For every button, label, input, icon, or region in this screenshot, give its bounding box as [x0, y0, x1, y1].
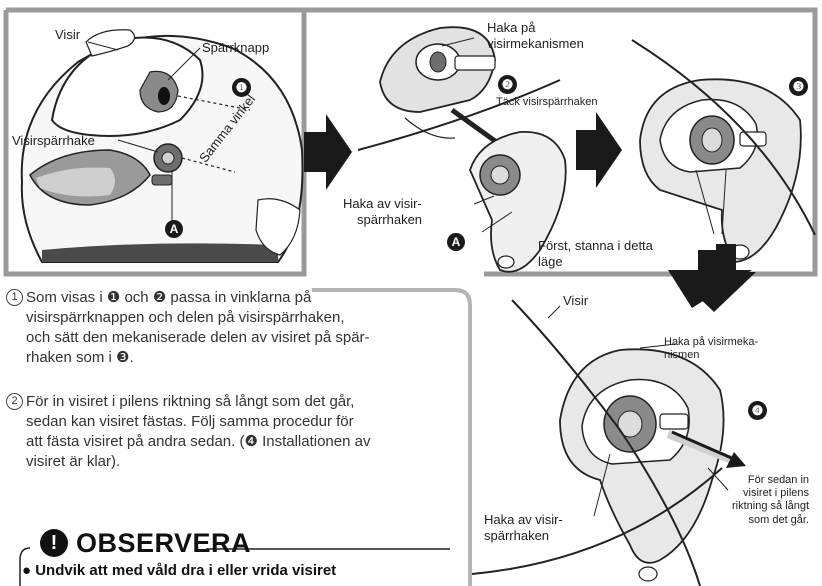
- step-3-marker: ❸: [789, 77, 808, 96]
- arrow-right-1: [304, 114, 352, 190]
- warning-bullet: ● Undvik att med våld dra i eller vrida …: [22, 562, 336, 579]
- instruction-1-line4: rhaken som i ❸.: [26, 348, 470, 368]
- label-haka-av-1-line2: spärrhaken: [357, 212, 422, 228]
- label-haka-pa-1-line1: Haka på: [487, 20, 584, 36]
- step-4-marker: ❹: [748, 401, 767, 420]
- visor-mechanism-upper: [380, 27, 495, 138]
- instruction-2-line4: visiret är klar).: [26, 452, 470, 472]
- warning-icon: !: [40, 529, 68, 557]
- label-haka-av-1-line1: Haka av visir-: [343, 196, 422, 212]
- label-visirsparrhake: Visirspärrhake: [12, 133, 95, 149]
- instruction-2-line2: sedan kan visiret fästas. Följ samma pro…: [26, 412, 470, 432]
- label-sparrknapp: Spärrknapp: [202, 40, 269, 56]
- label-for-sedan-line1: För sedan in: [732, 474, 809, 487]
- label-for-sedan-line3: riktning så långt: [732, 500, 809, 513]
- marker-a-2: A: [447, 233, 465, 251]
- label-haka-pa-2-line2: nismen: [664, 349, 758, 362]
- label-visir: Visir: [55, 27, 80, 43]
- label-for-sedan-line4: som det går.: [732, 514, 809, 527]
- label-haka-av-2-line1: Haka av visir-: [484, 512, 563, 528]
- label-haka-av-2: Haka av visir- spärrhaken: [484, 512, 563, 543]
- instruction-1-line3: och sätt den mekaniserade delen av visir…: [26, 328, 470, 348]
- instruction-2-line1: För in visiret i pilens riktning så lång…: [26, 392, 470, 412]
- label-forst: Först, stanna i detta läge: [538, 238, 653, 269]
- step-1-marker: ❶: [232, 78, 251, 97]
- instruction-1: 1 Som visas i ❶ och ❷ passa in vinklarna…: [4, 288, 470, 368]
- label-for-sedan-line2: visiret i pilens: [732, 487, 809, 500]
- arrow-right-2: [576, 112, 622, 188]
- instruction-2-line3: att fästa visiret på andra sedan. (❹ Ins…: [26, 432, 470, 452]
- label-visir-mid: Visir: [563, 293, 588, 309]
- label-for-sedan: För sedan in visiret i pilens riktning s…: [732, 474, 809, 527]
- warning-title: OBSERVERA: [76, 528, 251, 559]
- instruction-1-line1: Som visas i ❶ och ❷ passa in vinklarna p…: [26, 288, 470, 308]
- label-forst-line1: Först, stanna i detta: [538, 238, 653, 254]
- label-tack: Täck visirspärrhaken: [496, 96, 597, 109]
- label-haka-pa-1: Haka på visirmekanismen: [487, 20, 584, 51]
- instruction-1-number: 1: [6, 289, 23, 306]
- label-haka-av-1: Haka av visir- spärrhaken: [343, 196, 422, 227]
- step-2-marker: ❷: [498, 75, 517, 94]
- label-haka-pa-2: Haka på visirmeka- nismen: [664, 336, 758, 362]
- instruction-2: 2 För in visiret i pilens riktning så lå…: [4, 392, 470, 472]
- marker-a-1: A: [165, 220, 183, 238]
- instruction-2-number: 2: [6, 393, 23, 410]
- instruction-1-line2: visirspärrknappen och delen på visirspär…: [26, 308, 470, 328]
- label-haka-av-2-line2: spärrhaken: [484, 528, 563, 544]
- label-haka-pa-1-line2: visirmekanismen: [487, 36, 584, 52]
- label-haka-pa-2-line1: Haka på visirmeka-: [664, 336, 758, 349]
- label-forst-line2: läge: [538, 254, 653, 270]
